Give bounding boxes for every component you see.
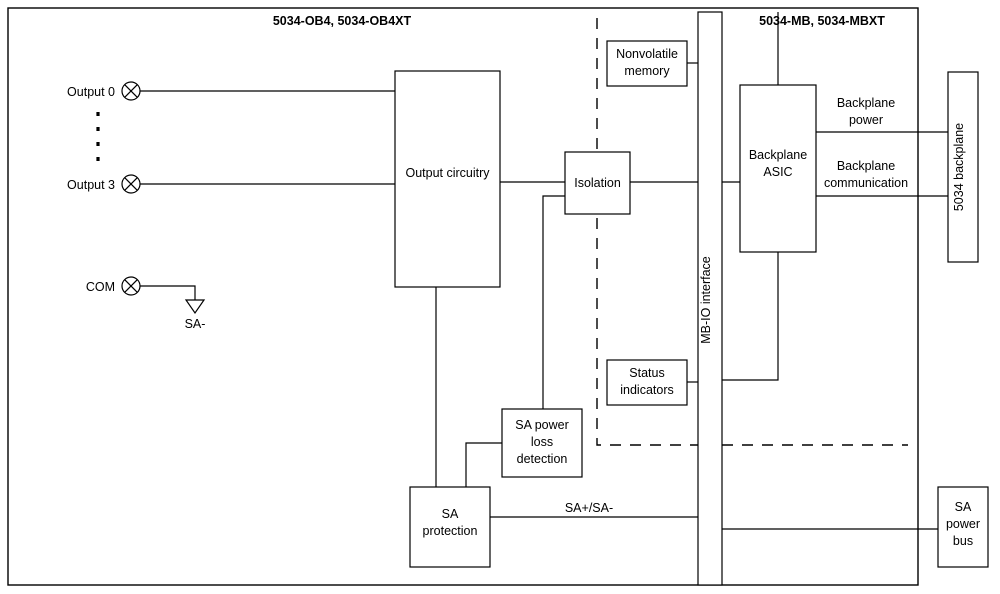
title-left-module: 5034-OB4, 5034-OB4XT xyxy=(273,14,412,28)
block-label-sa-power-bus-line2: power xyxy=(946,517,980,531)
block-output-circuitry xyxy=(394,70,501,288)
block-label-backplane-asic-line2: ASIC xyxy=(763,165,792,179)
block-mb-io-interface xyxy=(697,11,723,586)
terminal-label-com: COM xyxy=(86,280,115,294)
block-sa-power-bus xyxy=(937,486,989,568)
block-label-sa-power-loss-line2: loss xyxy=(531,435,553,449)
block-label-status-indicators-line2: indicators xyxy=(620,383,674,397)
block-label-sa-power-bus-line1: SA xyxy=(955,500,972,514)
sa-minus-ground-symbol xyxy=(184,299,206,315)
title-right-module: 5034-MB, 5034-MBXT xyxy=(759,14,885,28)
block-label-output-circuitry: Output circuitry xyxy=(405,166,490,180)
wire-isolation-to-sa-power-loss xyxy=(542,195,565,409)
terminal-label-output-3: Output 3 xyxy=(67,178,115,192)
block-label-mb-io-interface: MB-IO interface xyxy=(699,256,713,344)
block-5034-backplane xyxy=(947,71,979,263)
wire-sa-power-loss-to-sa-protection xyxy=(465,442,502,497)
wire-com-to-sa-minus xyxy=(140,285,196,300)
block-label-status-indicators-line1: Status xyxy=(629,366,664,380)
block-label-5034-backplane: 5034 backplane xyxy=(952,123,966,211)
wire-backplane-asic-bottom-to-mbio xyxy=(722,252,779,381)
net-label-backplane-comm-line1: Backplane xyxy=(837,159,895,173)
terminal-output-3 xyxy=(121,174,141,194)
block-sa-protection xyxy=(409,486,491,568)
block-label-sa-protection-line2: protection xyxy=(423,524,478,538)
block-label-sa-power-bus-line3: bus xyxy=(953,534,973,548)
module-outer-frame xyxy=(7,7,919,586)
block-status-indicators xyxy=(606,359,688,406)
net-label-backplane-power-line2: power xyxy=(849,113,883,127)
terminal-output-0 xyxy=(121,81,141,101)
net-label-backplane-power-line1: Backplane xyxy=(837,96,895,110)
block-label-sa-protection-line1: SA xyxy=(442,507,459,521)
label-sa-minus: SA- xyxy=(185,317,206,331)
block-label-isolation: Isolation xyxy=(574,176,621,190)
terminal-label-output-0: Output 0 xyxy=(67,85,115,99)
block-isolation xyxy=(564,151,631,215)
terminal-com xyxy=(121,276,141,296)
block-backplane-asic xyxy=(739,84,817,253)
block-label-nonvolatile-memory-line1: Nonvolatile xyxy=(616,47,678,61)
block-label-nonvolatile-memory-line2: memory xyxy=(624,64,670,78)
block-label-sa-power-loss-line3: detection xyxy=(517,452,568,466)
net-label-backplane-comm-line2: communication xyxy=(824,176,908,190)
net-label-sa-plus-minus: SA+/SA- xyxy=(565,501,613,515)
block-label-sa-power-loss-line1: SA power xyxy=(515,418,569,432)
block-label-backplane-asic-line1: Backplane xyxy=(749,148,807,162)
